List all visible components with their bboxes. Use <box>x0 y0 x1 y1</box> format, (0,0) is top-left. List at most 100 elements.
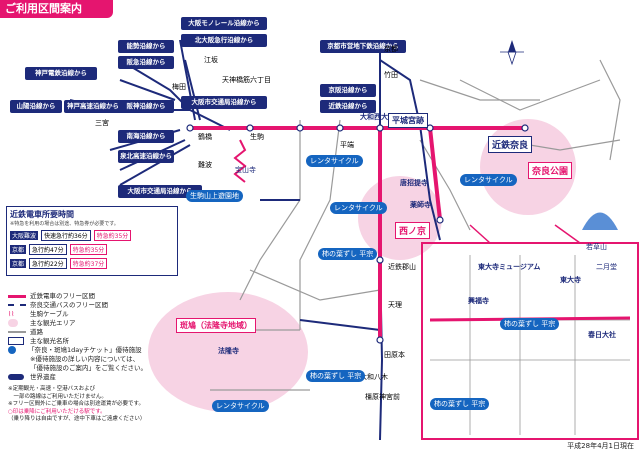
station-tawaramoto: 田原本 <box>384 351 405 359</box>
rentacycle-3: レンタサイクル <box>460 174 517 186</box>
timetable-row: 京都急行約47分特急約35分 <box>10 244 174 255</box>
timetable-time2: 特急約37分 <box>69 258 108 269</box>
spot-kofukuji: 興福寺 <box>468 297 489 305</box>
timetable-from: 京都 <box>10 259 27 268</box>
ikoma-cable <box>233 139 247 183</box>
foot3: ※フリー区間外にご乗車の場合は別途運賃が必要です。 <box>8 401 144 407</box>
ikoma-note: 生駒山上遊園地 <box>186 190 243 202</box>
rentacycle-1: レンタサイクル <box>306 155 363 167</box>
legend-ticket-note2: 「優待施設のご案内」をご覧ください。 <box>30 364 147 372</box>
station-takeda: 竹田 <box>384 71 398 79</box>
foot5: （乗り降りは自由ですが、途中下車はご遠慮ください） <box>8 416 146 422</box>
station-kintetsu-nara: 近鉄奈良 <box>488 136 533 153</box>
rentacycle-2: レンタサイクル <box>330 202 387 214</box>
line-box-10: 泉北高速沿線から <box>118 150 174 163</box>
station-kintetsu-koriyama: 近鉄郡山 <box>388 263 416 271</box>
station-sannomiya: 三宮 <box>95 119 109 127</box>
station-yamato-yagi: 大和八木 <box>360 373 388 381</box>
foot4: ○印は乗降にご利用いただける駅です。 <box>8 408 106 415</box>
timetable-title: 近鉄電車所要時間 <box>10 210 74 219</box>
legend-ticket: 「奈良・斑鳩1dayチケット」優待施設 <box>28 346 142 354</box>
station-tsuruhashi: 鶴橋 <box>198 133 212 141</box>
spot-todaiji-museum: 東大寺ミュージアム <box>478 263 541 271</box>
timetable-time1: 急行約22分 <box>29 258 67 269</box>
line-box-12: 京都市営地下鉄沿線から <box>320 40 406 53</box>
legend: 近鉄電車のフリー区間 奈良交通バスのフリー区間 ⌇⌇生駒ケーブル 主な観光エリア… <box>8 292 158 424</box>
line-box-9: 南海沿線から <box>118 130 174 143</box>
legend-free2-row: 奈良交通バスのフリー区間 <box>8 301 158 310</box>
spot-todaiji: 東大寺 <box>560 276 581 284</box>
legend-heritage-row: 世界遺産 <box>8 373 158 382</box>
legend-area-row: 主な観光エリア <box>8 319 158 328</box>
timetable-note: ※特急を利用の場合は別途、特急券が必要です。 <box>10 221 119 227</box>
legend-cable: 生駒ケーブル <box>30 310 69 318</box>
nara-inset-frame <box>421 242 639 440</box>
timetable-from: 大阪難波 <box>10 231 39 240</box>
line-box-1: 北大阪急行沿線から <box>181 34 267 47</box>
station-tenri: 天理 <box>388 301 402 309</box>
place-nishinokyo: 西ノ京 <box>395 222 431 239</box>
line-box-2: 大阪市交通局沿線から <box>181 96 267 109</box>
legend-spot: 主な観光名所 <box>30 337 69 345</box>
spot-wakakusa: 若草山 <box>586 243 607 251</box>
kakinoha-4: 柿の葉ずし 平宗 <box>500 318 560 330</box>
station-ikoma: 生駒 <box>250 133 264 141</box>
legend-footnotes: ※定期観光・高速・空港バスおよび 一部の路線はご利用いただけません。 ※フリー区… <box>8 386 158 424</box>
station-umeda: 梅田 <box>172 83 186 91</box>
spot-hozanji: 宝山寺 <box>235 166 256 174</box>
line-box-6: 山陽沿線から <box>10 100 62 113</box>
station-tenjinbashi: 天神橋筋六丁目 <box>222 76 271 84</box>
line-box-7: 神戸高速沿線から <box>64 100 122 113</box>
legend-road-row: 道路 <box>8 328 158 337</box>
legend-cable-row: ⌇⌇生駒ケーブル <box>8 310 69 318</box>
line-box-3: 能勢沿線から <box>118 40 174 53</box>
legend-ticket-note1: ※優待施設の詳しい内容については、 <box>30 355 140 363</box>
spot-toshodaiji: 唐招提寺 <box>400 179 428 187</box>
spot-nigatsudo: 二月堂 <box>596 263 617 271</box>
line-box-4: 阪急沿線から <box>118 56 174 69</box>
legend-area: 主な観光エリア <box>30 319 76 327</box>
station-yamato-saidaiji: 大和西大寺 <box>360 113 395 121</box>
line-box-8: 阪神沿線から <box>118 100 174 113</box>
mountain-icon <box>582 212 618 230</box>
timetable-rows: 大阪難波快速急行約36分特急約35分京都急行約47分特急約35分京都急行約22分… <box>10 230 174 269</box>
line-box-14: 近鉄沿線から <box>320 100 376 113</box>
station-esaka: 江坂 <box>204 56 218 64</box>
line-box-13: 京阪沿線から <box>320 84 376 97</box>
kakinoha-2: 柿の葉ずし 平宗 <box>306 370 366 382</box>
spot-horyuji: 法隆寺 <box>218 347 239 355</box>
free-section-line <box>190 126 525 340</box>
station-kashihara: 橿原神宮前 <box>365 393 400 401</box>
place-heijo: 平城宮跡 <box>388 113 428 128</box>
legend-ticket-row: 「奈良・斑鳩1dayチケット」優待施設 <box>8 346 158 355</box>
kakinoha-3: 柿の葉ずし 平宗 <box>430 398 490 410</box>
page-title: ご利用区間案内 <box>0 0 113 18</box>
station-kyoto: 京都 <box>384 45 398 53</box>
line-box-11: 大阪市交通局沿線から <box>118 185 202 198</box>
legend-road: 道路 <box>30 328 43 336</box>
timetable-time2: 特急約35分 <box>69 244 108 255</box>
station-namba: 難波 <box>198 161 212 169</box>
timetable-time1: 急行約47分 <box>29 244 67 255</box>
foot2: 一部の路線はご利用いただけません。 <box>8 393 107 400</box>
timetable-row: 大阪難波快速急行約36分特急約35分 <box>10 230 174 241</box>
kakinoha-1: 柿の葉ずし 平宗 <box>318 248 378 260</box>
place-horyuji-area: 斑鳩（法隆寺地域） <box>176 318 256 333</box>
legend-heritage: 世界遺産 <box>30 373 56 381</box>
spot-kasuga: 春日大社 <box>588 331 616 339</box>
legend-free1: 近鉄電車のフリー区間 <box>30 292 95 300</box>
footer-date: 平成28年4月1日現在 <box>567 442 634 450</box>
foot1: ※定期観光・高速・空港バスおよび <box>8 386 96 392</box>
line-box-0: 大阪モノレール沿線から <box>181 17 267 30</box>
station-hirano: 平端 <box>340 141 354 149</box>
compass-icon <box>500 40 524 66</box>
timetable-from: 京都 <box>10 245 27 254</box>
legend-free1-row: 近鉄電車のフリー区間 <box>8 292 158 301</box>
line-box-5: 神戸電鉄沿線から <box>25 67 97 80</box>
timetable-time1: 快速急行約36分 <box>41 230 91 241</box>
legend-spot-row: 主な観光名所 <box>8 337 158 346</box>
place-nara-park: 奈良公園 <box>528 162 573 179</box>
timetable-time2: 特急約35分 <box>93 230 132 241</box>
